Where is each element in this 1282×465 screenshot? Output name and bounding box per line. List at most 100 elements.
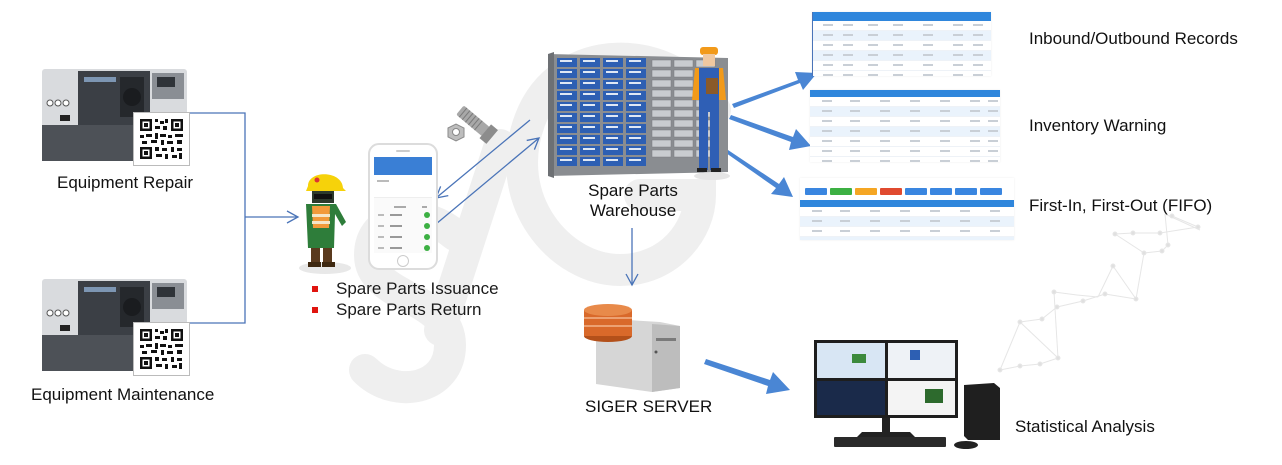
drawer-label [606,60,618,62]
warehouse-drawer [626,146,646,155]
warehouse-drawer [557,124,577,133]
drawer-label [560,82,572,84]
fifo-toolbar [800,178,1014,200]
status-dot [424,234,430,240]
arrow-warehouse-to-phone [434,119,531,199]
table-row [813,41,991,51]
status-dot [424,212,430,218]
drawer-label [560,137,572,139]
table-row [813,61,991,71]
drawer-label [606,71,618,73]
warehouse-drawer [626,157,646,166]
equipment-maintenance-label: Equipment Maintenance [31,385,215,404]
app-list [374,198,432,253]
feature-label-warning: Inventory Warning [1029,116,1167,135]
warehouse-bin [673,109,694,118]
warehouse-drawer [557,102,577,111]
drawer-label [606,126,618,128]
warehouse-drawer [626,113,646,122]
table-row [800,217,1014,227]
status-dot [424,223,430,229]
warehouse-drawer [626,91,646,100]
drawer-label [560,126,572,128]
warehouse-drawer [626,102,646,111]
table-row [810,147,1000,157]
drawer-label [606,104,618,106]
drawer-label [560,71,572,73]
drawer-label [606,115,618,117]
drawer-label [629,60,641,62]
table-row [810,137,1000,147]
warehouse-bin [651,129,672,138]
bracket-connector [187,112,246,324]
drawer-label [560,104,572,106]
drawer-label [583,104,595,106]
warehouse-drawer [626,124,646,133]
table-row [813,31,991,41]
warehouse-drawer [603,58,623,67]
drawer-label [606,159,618,161]
warehouse-drawer [580,157,600,166]
phone-home-button [397,255,409,267]
equipment-repair-label: Equipment Repair [57,173,194,192]
drawer-label [560,60,572,62]
operations-list: Spare Parts Issuance Spare Parts Return [312,278,499,320]
warehouse-bin [651,79,672,88]
arrow-to-records [732,72,817,108]
warehouse-bin [673,59,694,68]
fifo-table-preview [800,178,1014,240]
table-row [810,127,1000,137]
drawer-label [583,159,595,161]
drawer-label [583,115,595,117]
drawer-label [629,148,641,150]
warehouse-bin [651,69,672,78]
warehouse-drawer [626,69,646,78]
table-header [800,200,1014,207]
table-header [810,90,1000,97]
phone-screen [374,157,432,253]
warehouse-drawer [580,58,600,67]
drawer-label [560,115,572,117]
warehouse-bin [673,69,694,78]
drawer-label [629,115,641,117]
warehouse-drawer [557,135,577,144]
table-row [810,117,1000,127]
status-dot [424,245,430,251]
drawer-label [606,137,618,139]
equipment-maintenance-node [40,273,190,383]
warehouse-drawer [580,146,600,155]
warehouse-drawer [603,113,623,122]
app-header [374,157,432,175]
warehouse-drawer [580,102,600,111]
phone-speaker [396,150,410,152]
warehouse-drawer [580,124,600,133]
table-row [813,51,991,61]
table-row [800,237,1014,240]
drawer-label [629,71,641,73]
warehouse-drawer [626,80,646,89]
warehouse-drawer [557,146,577,155]
drawer-label [560,93,572,95]
warehouse-bin [651,89,672,98]
drawer-label [629,104,641,106]
records-table-preview [812,12,991,76]
drawer-label [560,148,572,150]
arrow-to-workstation [704,359,790,394]
arrow-phone-to-warehouse [435,137,541,225]
table-header [813,12,991,21]
arrow-to-fifo [726,150,793,197]
warehouse-drawer [603,146,623,155]
warehouse-drawer [557,91,577,100]
warehouse-drawer [557,69,577,78]
bullet-icon [312,285,318,292]
warehouse-drawer [580,135,600,144]
server-label: SIGER SERVER [585,397,713,416]
table-row [800,227,1014,237]
table-row [813,71,991,76]
